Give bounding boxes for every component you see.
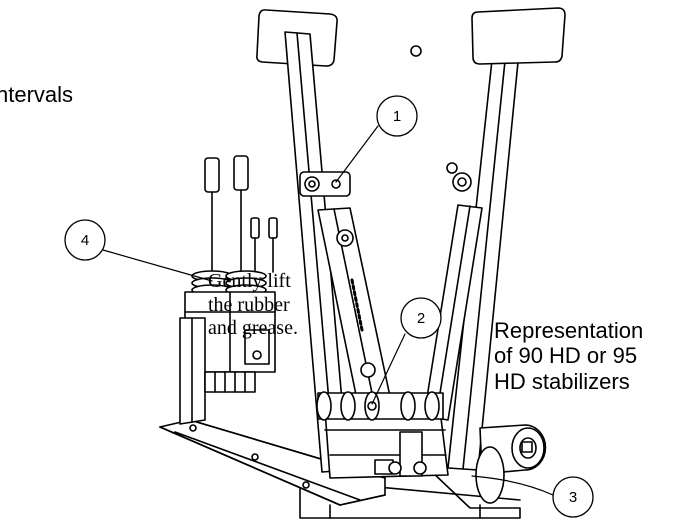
stabilizer-caption-line-2: of 90 HD or 95 — [494, 343, 638, 369]
callout-2: 2 — [371, 297, 442, 405]
callout-2-label: 2 — [417, 310, 425, 327]
stabilizer-caption: Representation of 90 HD or 95 HD stabili… — [494, 318, 643, 394]
control-valve-bank — [179, 155, 278, 425]
pedal-pad-right-icon — [471, 7, 566, 65]
grease-instruction-line-3: and grease. — [208, 317, 298, 340]
callout-3-label: 3 — [569, 489, 577, 506]
grease-instruction-line-2: the rubber — [208, 293, 290, 316]
pivot-shaft — [316, 391, 444, 475]
callout-1-label: 1 — [393, 108, 401, 125]
pedestal — [324, 409, 449, 479]
callout-4-label: 4 — [81, 232, 89, 249]
grease-instruction-line-1: Gently lift — [208, 270, 291, 292]
right-stabilizer-arm — [423, 7, 566, 471]
grease-instruction: Gently lift the rubber and grease. — [208, 270, 298, 341]
callout-1: 1 — [335, 95, 418, 183]
intervals-fragment-text: ntervals — [0, 82, 74, 107]
stabilizer-foot — [475, 424, 547, 504]
control-lever-icon — [204, 155, 278, 273]
left-stabilizer-arm — [256, 9, 396, 473]
stabilizer-caption-line-1: Representation — [494, 318, 644, 343]
callout-3: 3 — [471, 475, 594, 518]
stabilizer-caption-line-3: HD stabilizers — [494, 368, 630, 394]
grease-fitting-icon — [446, 162, 458, 174]
grease-fitting-top-icon — [410, 45, 422, 57]
callout-4: 4 — [64, 219, 213, 282]
